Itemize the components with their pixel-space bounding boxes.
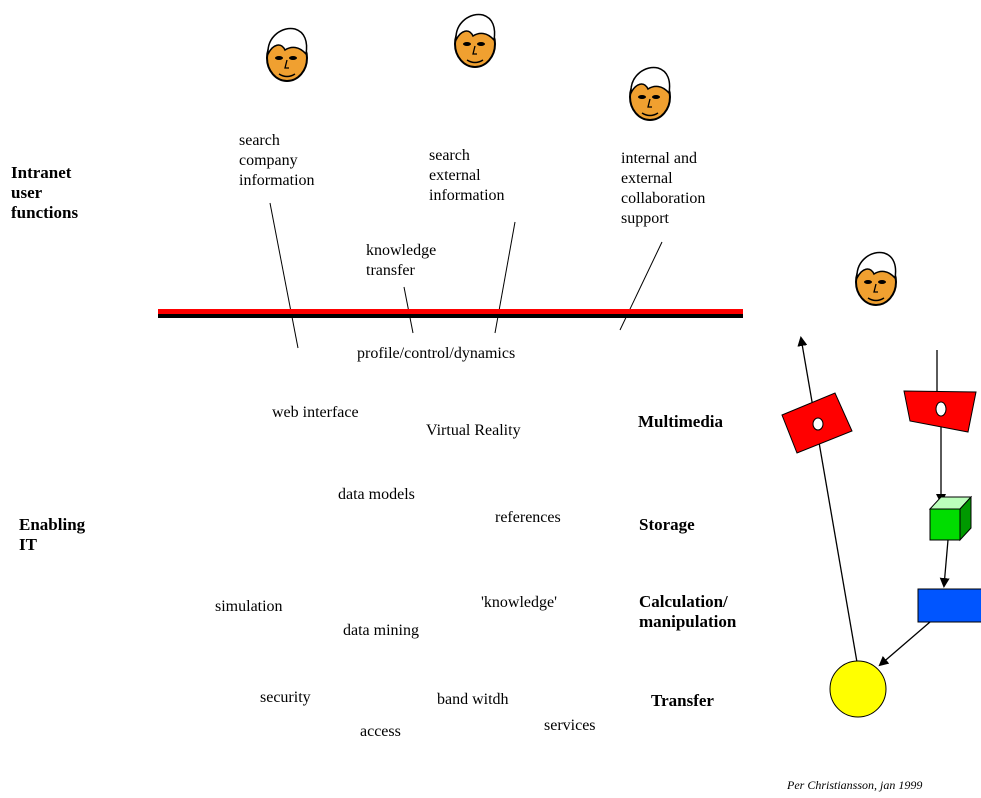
label-knowledge-transfer: knowledge transfer xyxy=(366,242,437,279)
term-services: services xyxy=(544,717,596,734)
layer-storage: Storage xyxy=(639,515,695,534)
term-virtual-reality: Virtual Reality xyxy=(426,422,521,439)
section-intranet-user-functions: Intranet user functions xyxy=(11,163,79,222)
signature: Per Christiansson, jan 1999 xyxy=(787,778,923,792)
term-security: security xyxy=(260,689,311,706)
leader-search-company xyxy=(269,202,299,349)
term-web-interface: web interface xyxy=(272,404,359,421)
term-references: references xyxy=(495,509,561,526)
label-collaboration-support: internal and external collaboration supp… xyxy=(621,150,706,227)
term-data-models: data models xyxy=(338,486,415,503)
bar-red xyxy=(158,309,743,314)
bar-black xyxy=(158,314,743,318)
term-knowledge: 'knowledge' xyxy=(481,594,557,611)
arrow-storage-to-calc xyxy=(939,539,950,588)
term-simulation: simulation xyxy=(215,598,283,615)
storage-cube-front xyxy=(929,508,961,541)
term-bandwidth: band witdh xyxy=(437,691,509,708)
layer-multimedia: Multimedia xyxy=(638,412,723,431)
arrow-up-to-user xyxy=(797,336,859,669)
transfer-yellow-circle xyxy=(829,660,887,718)
section-enabling-it: Enabling IT xyxy=(19,515,86,554)
calc-blue-box xyxy=(917,588,981,623)
layer-calculation-manipulation: Calculation/ manipulation xyxy=(639,592,737,631)
term-access: access xyxy=(360,723,401,740)
label-search-company-information: search company information xyxy=(239,132,315,189)
arrow-calc-to-transfer xyxy=(878,621,931,667)
label-search-external-information: search external information xyxy=(429,147,505,204)
multimedia-dot-right xyxy=(935,401,947,417)
face-icon xyxy=(454,13,496,68)
face-icon xyxy=(266,27,308,82)
term-data-mining: data mining xyxy=(343,622,419,639)
multimedia-dot-left xyxy=(812,417,824,431)
face-icon xyxy=(855,251,897,306)
layer-transfer: Transfer xyxy=(651,691,714,710)
label-profile-control-dynamics: profile/control/dynamics xyxy=(357,345,516,362)
face-icon xyxy=(629,66,671,121)
